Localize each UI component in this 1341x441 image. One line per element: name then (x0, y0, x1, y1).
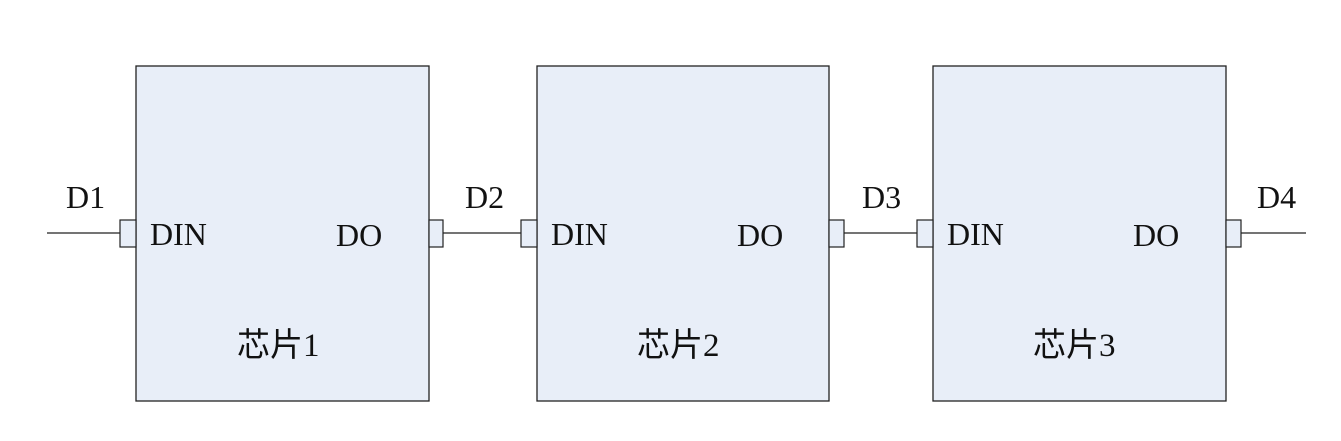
chip-2-input-pin (520, 219, 538, 248)
chip-2: DIN DO 芯片2 (520, 65, 845, 402)
chip-2-input-label: DIN (551, 216, 608, 252)
chip-1-body (135, 65, 430, 402)
chip-1-name: 芯片1 (237, 327, 320, 364)
chip-1-output-pin (428, 219, 444, 248)
chip-2-name: 芯片2 (637, 327, 720, 364)
signal-label-d1: D1 (66, 179, 105, 215)
signal-label-d2: D2 (465, 179, 504, 215)
chip-1-input-pin (119, 219, 137, 248)
chip-3-output-pin (1225, 219, 1242, 248)
chip-1: DIN DO 芯片1 (119, 65, 444, 402)
signal-label-d3: D3 (862, 179, 901, 215)
chip-1-input-label: DIN (150, 216, 207, 252)
chip-3-output-label: DO (1133, 217, 1179, 253)
chip-3-body (932, 65, 1227, 402)
chip-2-output-label: DO (737, 217, 783, 253)
signal-label-d4: D4 (1257, 179, 1296, 215)
chip-2-body (536, 65, 830, 402)
chip-2-output-pin (828, 219, 845, 248)
chip-3-input-label: DIN (947, 216, 1004, 252)
chip-3-name: 芯片3 (1033, 327, 1116, 364)
chip-3-input-pin (916, 219, 934, 248)
chip-3: DIN DO 芯片3 (916, 65, 1242, 402)
chip-1-output-label: DO (336, 217, 382, 253)
